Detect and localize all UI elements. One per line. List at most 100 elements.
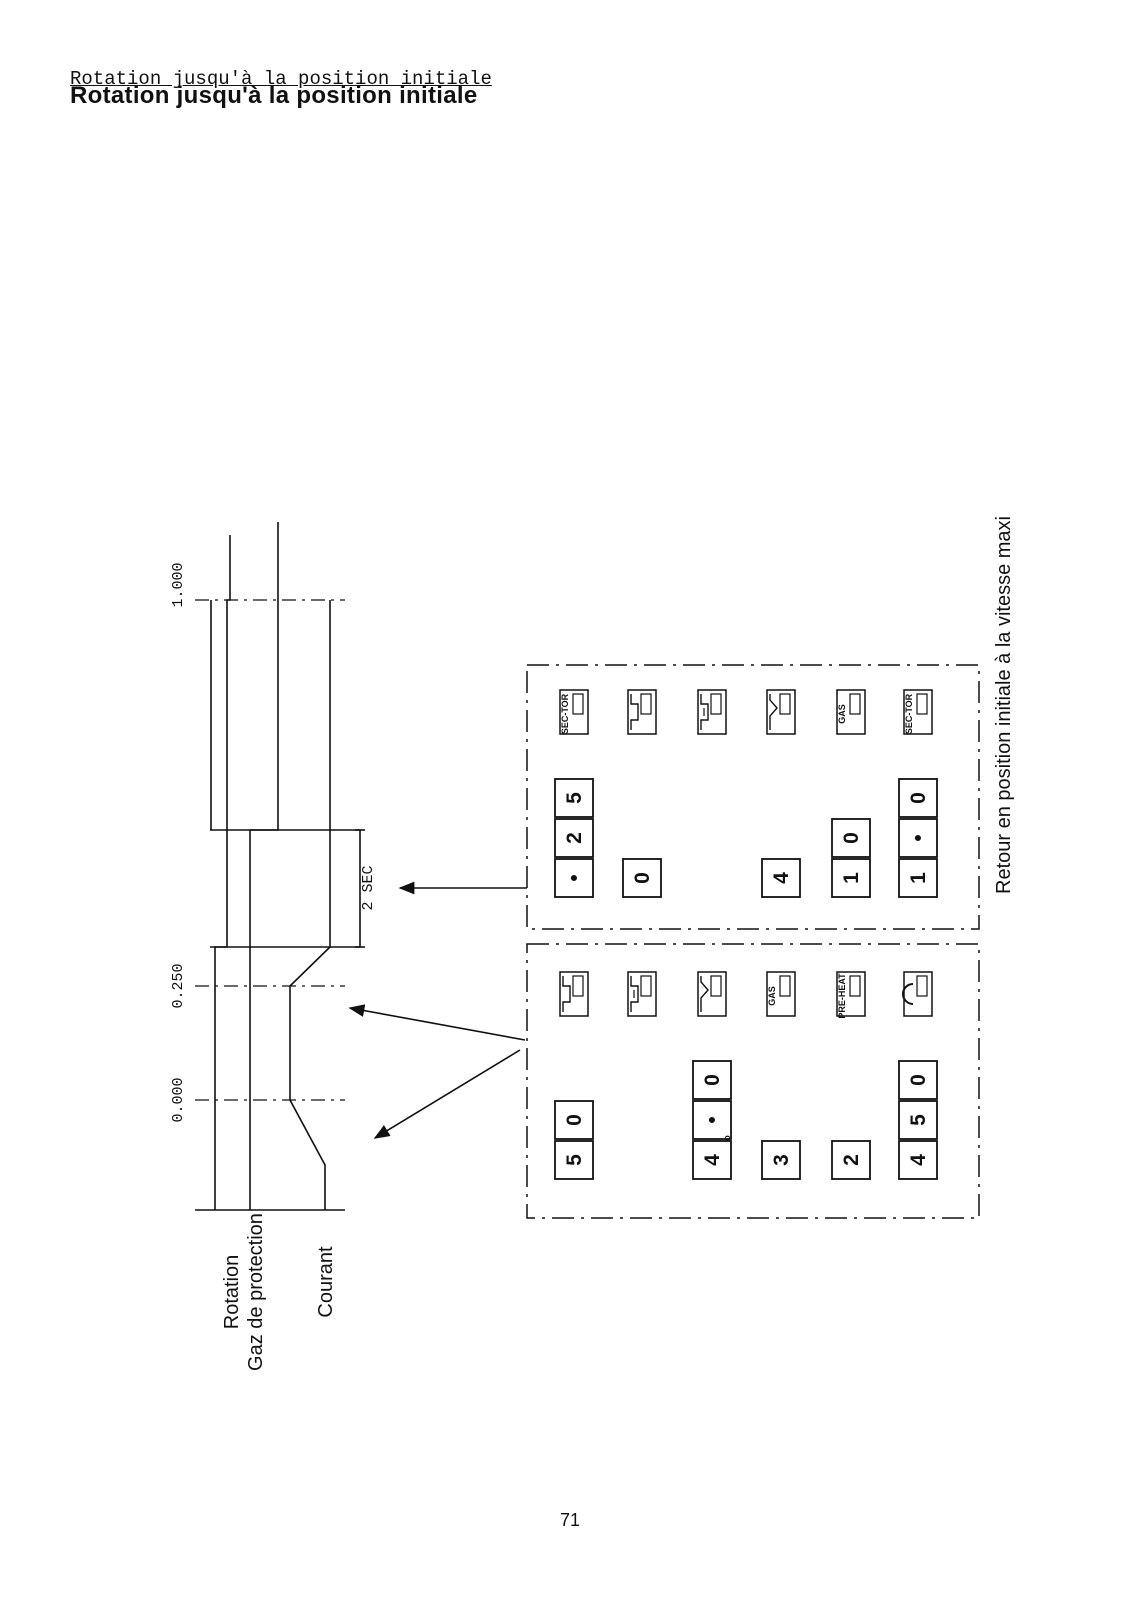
panel-b-icon-3 xyxy=(766,689,796,735)
current-trace xyxy=(289,600,331,1210)
key-digit: 2 xyxy=(840,1154,863,1166)
panel-a-icon-3: GAS xyxy=(766,971,796,1017)
panel-b-icon-0: SEC-TOR xyxy=(559,689,589,735)
key-frame xyxy=(831,1140,871,1180)
key-digit: 5 xyxy=(907,1114,930,1126)
rotation-trace xyxy=(214,535,231,1210)
icon-slot xyxy=(916,975,928,997)
key-frame xyxy=(831,858,871,898)
panel-a-row-0-key: 5 xyxy=(554,1140,594,1180)
panel-b-row-4-key: 1 xyxy=(831,858,871,898)
key-digit: 4 xyxy=(907,1154,930,1166)
panel-a-icon-4: PRE-HEAT xyxy=(836,971,866,1019)
icon-slot xyxy=(572,693,584,715)
panel-a: 5 0 4 • 0 o 3 GAS 2 PRE-HEAT 4 5 0 xyxy=(526,943,980,1219)
icon-caption: SEC-TOR xyxy=(560,693,570,734)
panel-a-icon-2 xyxy=(697,971,727,1017)
key-frame xyxy=(898,778,938,818)
gas-trace xyxy=(249,522,279,1210)
panel-b-row-5-key: • xyxy=(898,818,938,858)
panel-b-icon-1 xyxy=(627,689,657,735)
panel-b-row-0-key: 5 xyxy=(554,778,594,818)
key-digit: 1 xyxy=(907,872,930,884)
icon-frame xyxy=(627,689,657,735)
icon-frame xyxy=(627,971,657,1017)
panel-a-row-2-key: 4 xyxy=(692,1140,732,1180)
key-frame xyxy=(554,778,594,818)
icon-caption: GAS xyxy=(837,704,847,724)
signal-label-current: Courant xyxy=(315,1246,337,1318)
panel-b-icon-2 xyxy=(697,689,727,735)
key-frame xyxy=(554,858,594,898)
time-label: 0.000 xyxy=(170,1077,187,1122)
icon-slot xyxy=(710,975,722,997)
panel-b-row-4-key: 0 xyxy=(831,818,871,858)
panel-a-icon-1 xyxy=(627,971,657,1017)
key-frame xyxy=(692,1140,732,1180)
panel-b-icon-5: SEC-TOR xyxy=(903,689,933,735)
page-header: Rotation jusqu'à la position initiale Ro… xyxy=(70,68,492,108)
icon-slot xyxy=(572,975,584,997)
degree-mark: o xyxy=(722,1135,732,1141)
duration-label: 2 SEC xyxy=(360,865,377,910)
signal-label-gas: Gaz de protection xyxy=(245,1213,267,1371)
time-label: 0.250 xyxy=(170,963,187,1008)
panel-b-border xyxy=(526,664,980,930)
pulse-glyph xyxy=(700,694,709,730)
key-digit: 1 xyxy=(840,872,863,884)
key-frame xyxy=(622,858,662,898)
key-frame xyxy=(831,818,871,858)
key-frame xyxy=(898,858,938,898)
icon-frame xyxy=(559,971,589,1017)
panel-a-row-2-key: • xyxy=(692,1100,732,1140)
panel-b-row-1-key: 0 xyxy=(622,858,662,898)
rotation-glyph xyxy=(902,983,914,1005)
panel-b-row-0-key: • xyxy=(554,858,594,898)
panel-a-row-2-key: 0 xyxy=(692,1060,732,1100)
panel-a-row-5-key: 4 xyxy=(898,1140,938,1180)
arrow-panel-a-top xyxy=(348,1004,526,1041)
key-frame xyxy=(898,1100,938,1140)
icon-slot xyxy=(849,693,861,715)
key-digit: 0 xyxy=(701,1074,724,1086)
key-frame xyxy=(554,818,594,858)
side-caption: Retour en position initiale à la vitesse… xyxy=(993,516,1015,894)
arrow-panel-a-bottom xyxy=(373,1049,521,1139)
key-digit: 3 xyxy=(770,1154,793,1166)
key-digit: 0 xyxy=(907,1074,930,1086)
panel-a-icon-5 xyxy=(902,971,933,1017)
header-title-typed: Rotation jusqu'à la position initiale xyxy=(70,68,492,90)
key-frame xyxy=(898,818,938,858)
slope-glyph xyxy=(769,694,778,730)
time-label: 1.000 xyxy=(170,562,187,607)
key-digit: 0 xyxy=(563,1114,586,1126)
key-digit: 0 xyxy=(631,872,654,884)
icon-frame xyxy=(697,689,727,735)
key-digit: 2 xyxy=(563,832,586,844)
key-frame xyxy=(898,1140,938,1180)
panel-b-row-3-key: 4 xyxy=(761,858,801,898)
icon-slot xyxy=(849,975,861,997)
key-frame xyxy=(554,1140,594,1180)
panel-a-row-5-key: 0 xyxy=(898,1060,938,1100)
icon-slot xyxy=(779,975,791,997)
key-frame xyxy=(761,1140,801,1180)
panel-a-icon-0 xyxy=(559,971,589,1017)
pulse-glyph xyxy=(562,976,571,1012)
key-digit: 0 xyxy=(840,832,863,844)
key-frame xyxy=(692,1100,732,1140)
key-frame xyxy=(761,858,801,898)
panel-b-row-5-key: 0 xyxy=(898,778,938,818)
key-digit: • xyxy=(563,874,586,881)
key-frame xyxy=(898,1060,938,1100)
key-digit: • xyxy=(701,1116,724,1123)
icon-caption: PRE-HEAT xyxy=(837,973,847,1019)
icon-slot xyxy=(710,693,722,715)
page-number: 71 xyxy=(559,1510,581,1530)
panel-a-row-4-key: 2 xyxy=(831,1140,871,1180)
slope-glyph xyxy=(700,976,709,1012)
key-digit: 5 xyxy=(563,792,586,804)
icon-slot xyxy=(779,693,791,715)
